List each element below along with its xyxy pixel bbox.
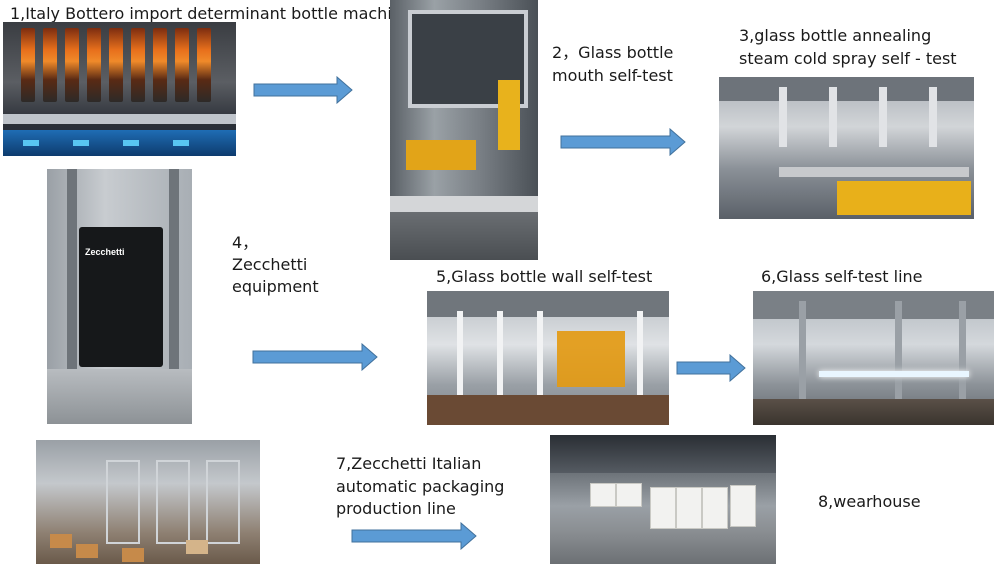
annealing-photo <box>719 77 974 219</box>
step7-caption-line2: automatic packaging <box>336 476 504 497</box>
step1-caption: 1,Italy Bottero import determinant bottl… <box>10 3 412 24</box>
arrow-step4-to-step5 <box>252 343 378 371</box>
step7-caption-line1: 7,Zecchetti Italian <box>336 453 481 474</box>
step3-caption-line1: 3,glass bottle annealing <box>739 25 931 46</box>
arrow-step7-to-step8 <box>351 522 477 550</box>
step3-caption-line2: steam cold spray self - test <box>739 48 957 69</box>
arrow-step2-to-step3 <box>560 128 686 156</box>
zecchetti-equipment-photo: Zecchetti <box>47 169 192 424</box>
arrow-step5-to-step6 <box>676 354 746 382</box>
zecchetti-logo: Zecchetti <box>85 247 125 257</box>
packaging-line-photo <box>36 440 260 564</box>
step7-caption-line3: production line <box>336 498 456 519</box>
step5-caption: 5,Glass bottle wall self-test <box>436 266 652 287</box>
bottero-machine-photo <box>3 22 236 156</box>
arrow-step1-to-step2 <box>253 76 353 104</box>
step4-caption-line3: equipment <box>232 276 319 297</box>
self-test-line-photo <box>753 291 994 425</box>
step8-caption: 8,wearhouse <box>818 491 921 512</box>
step6-caption: 6,Glass self-test line <box>761 266 923 287</box>
step2-caption-line2: mouth self-test <box>552 65 673 86</box>
wall-self-test-photo <box>427 291 669 425</box>
step2-caption-line1: 2，Glass bottle <box>552 42 673 63</box>
warehouse-photo <box>550 435 776 564</box>
step4-caption-line2: Zecchetti <box>232 254 307 275</box>
mouth-self-test-photo <box>390 0 538 260</box>
step4-caption-line1: 4， <box>232 232 258 253</box>
